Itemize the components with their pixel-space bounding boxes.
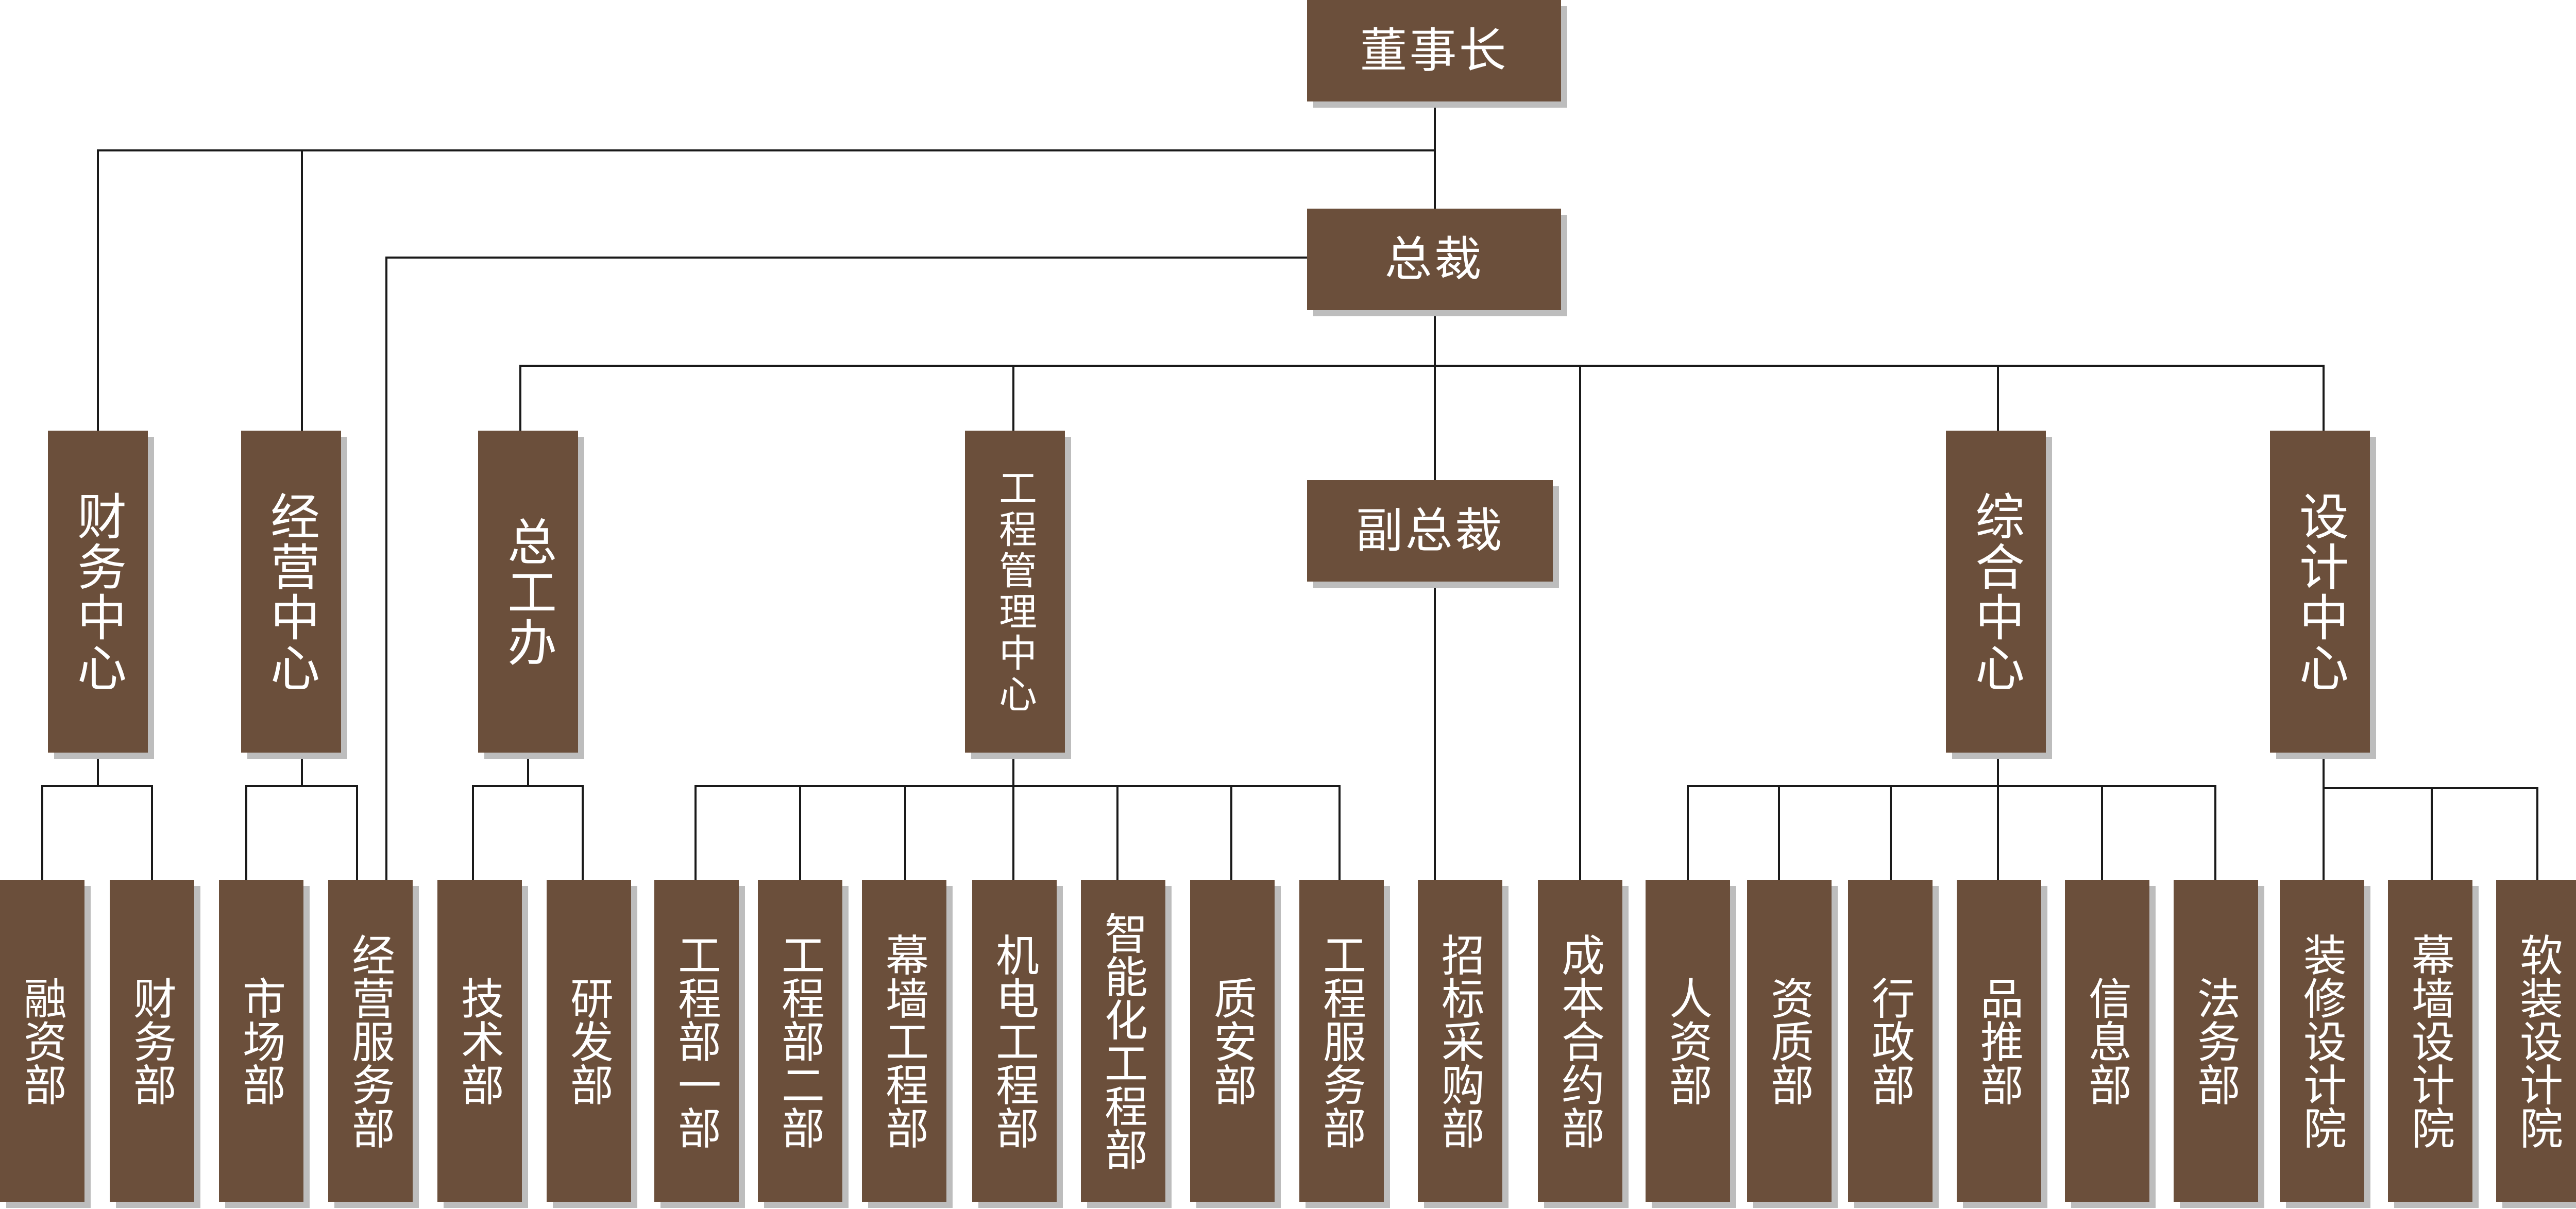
node-chief-engineer-office-label: 总工办 [499,516,557,668]
node-curtain-wall-design-inst: 幕墙设计院 [2388,880,2472,1202]
node-legal-dept-label: 法务部 [2190,976,2241,1106]
node-info-dept: 信息部 [2065,880,2149,1202]
node-curtain-wall-eng-dept: 幕墙工程部 [862,880,946,1202]
node-president-label: 总裁 [1384,231,1484,287]
node-bidding-procurement-dept: 招标采购部 [1418,880,1502,1202]
node-vice-president-label: 副总裁 [1355,503,1504,558]
node-general-center: 综合中心 [1946,431,2046,753]
node-finance-center: 财务中心 [48,431,148,753]
node-business-center-label: 经营中心 [262,490,320,693]
node-intelligent-eng-dept: 智能化工程部 [1081,880,1165,1202]
node-legal-dept: 法务部 [2174,880,2258,1202]
node-hr-dept: 人资部 [1646,880,1730,1202]
node-quality-safety-dept: 质安部 [1190,880,1275,1202]
node-curtain-wall-eng-dept-label: 幕墙工程部 [878,932,929,1149]
node-eng-service-dept: 工程服务部 [1299,880,1384,1202]
node-qualification-dept-label: 资质部 [1764,976,1815,1106]
node-qualification-dept: 资质部 [1747,880,1832,1202]
node-rnd-dept-label: 研发部 [563,976,614,1106]
node-engineering-mgmt-center: 工程管理中心 [965,431,1065,753]
node-soft-furnishing-design-inst: 软装设计院 [2496,880,2576,1202]
node-finance-dept: 财务部 [110,880,194,1202]
node-eng-service-dept-label: 工程服务部 [1316,932,1367,1149]
node-finance-center-label: 财务中心 [69,490,127,693]
node-bidding-procurement-dept-label: 招标采购部 [1434,932,1485,1149]
node-finance-dept-label: 财务部 [126,976,177,1106]
node-chief-engineer-office: 总工办 [478,431,578,753]
node-quality-safety-dept-label: 质安部 [1207,976,1258,1106]
node-electromech-eng-dept: 机电工程部 [972,880,1057,1202]
node-general-center-label: 综合中心 [1967,490,2025,693]
node-vice-president: 副总裁 [1307,480,1553,582]
node-decoration-design-inst-label: 装修设计院 [2296,932,2347,1149]
node-cost-contract-dept: 成本合约部 [1538,880,1622,1202]
node-financing-dept: 融资部 [0,880,84,1202]
node-market-dept: 市场部 [219,880,303,1202]
node-rnd-dept: 研发部 [547,880,631,1202]
node-business-service-dept-label: 经营服务部 [345,932,396,1149]
node-engineering-dept-1-label: 工程部一部 [671,932,722,1149]
node-president: 总裁 [1307,209,1561,310]
node-business-service-dept: 经营服务部 [328,880,413,1202]
node-electromech-eng-dept-label: 机电工程部 [989,932,1040,1149]
node-business-center: 经营中心 [241,431,341,753]
node-design-center: 设计中心 [2270,431,2370,753]
node-decoration-design-inst: 装修设计院 [2280,880,2364,1202]
node-engineering-dept-2: 工程部二部 [758,880,842,1202]
node-cost-contract-dept-label: 成本合约部 [1554,932,1605,1149]
node-hr-dept-label: 人资部 [1662,976,1713,1106]
node-chairman: 董事长 [1307,0,1561,101]
node-engineering-mgmt-center-label: 工程管理中心 [992,468,1037,716]
node-market-dept-label: 市场部 [235,976,286,1106]
node-soft-furnishing-design-inst-label: 软装设计院 [2513,932,2564,1149]
node-curtain-wall-design-inst-label: 幕墙设计院 [2404,932,2455,1149]
node-tech-dept-label: 技术部 [454,976,505,1106]
node-brand-dept-label: 品推部 [1973,976,2024,1106]
node-financing-dept-label: 融资部 [16,976,67,1106]
node-engineering-dept-2-label: 工程部二部 [774,932,825,1149]
node-info-dept-label: 信息部 [2081,976,2132,1106]
node-admin-dept: 行政部 [1848,880,1933,1202]
node-tech-dept: 技术部 [437,880,522,1202]
node-chairman-label: 董事长 [1360,23,1509,78]
node-admin-dept-label: 行政部 [1865,976,1916,1106]
node-design-center-label: 设计中心 [2291,490,2349,693]
node-brand-dept: 品推部 [1957,880,2041,1202]
node-intelligent-eng-dept-label: 智能化工程部 [1097,911,1148,1171]
node-engineering-dept-1: 工程部一部 [654,880,739,1202]
